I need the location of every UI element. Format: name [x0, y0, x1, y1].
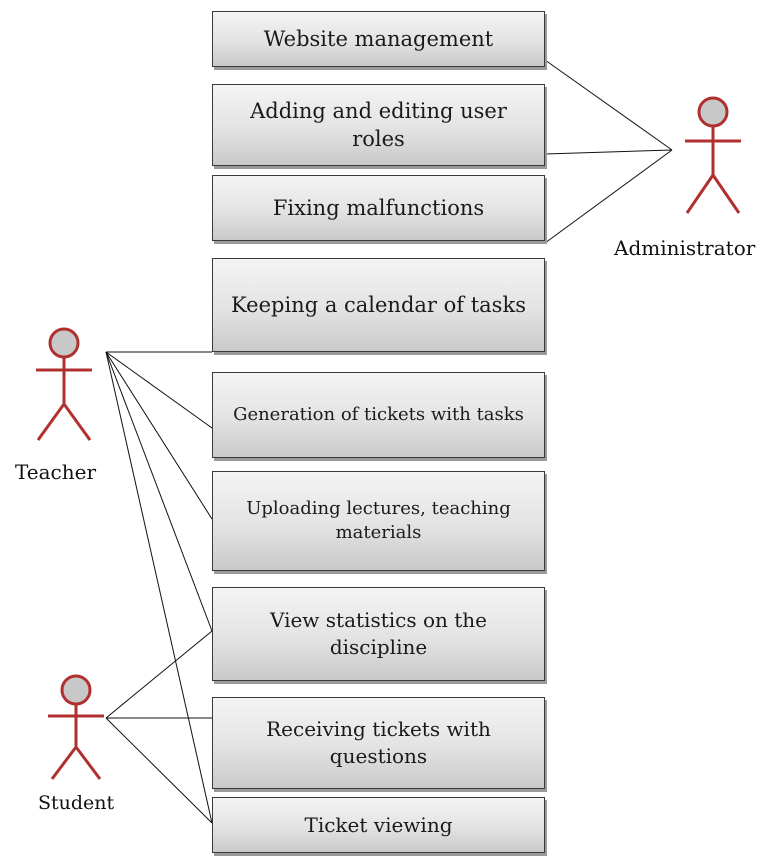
use-case-ticket-viewing: Ticket viewing [212, 797, 545, 853]
use-case-adding-editing-user-roles: Adding and editing user roles [212, 84, 545, 166]
assoc-admin-website [544, 59, 673, 151]
use-case-keeping-calendar: Keeping a calendar of tasks [212, 258, 545, 352]
student-actor-icon [48, 674, 104, 780]
assoc-teacher-ticket-viewing [105, 351, 213, 824]
teacher-label: Teacher [15, 460, 97, 484]
administrator-label: Administrator [614, 236, 756, 260]
assoc-teacher-uploading [105, 351, 213, 520]
assoc-teacher-generation [105, 351, 213, 429]
assoc-teacher-statistics [105, 351, 213, 632]
assoc-student-statistics [105, 630, 213, 719]
assoc-admin-roles [544, 149, 673, 155]
use-case-website-management: Website management [212, 11, 545, 67]
use-case-generation-of-tickets: Generation of tickets with tasks [212, 372, 545, 458]
use-case-fixing-malfunctions: Fixing malfunctions [212, 175, 545, 241]
assoc-student-ticket-viewing [105, 717, 213, 824]
teacher-actor-icon [36, 327, 92, 441]
administrator-actor-icon [685, 96, 741, 214]
assoc-admin-fixing [544, 149, 673, 244]
use-case-view-statistics: View statistics on the discipline [212, 587, 545, 681]
student-label: Student [38, 792, 115, 814]
use-case-receiving-tickets: Receiving tickets with questions [212, 697, 545, 789]
use-case-uploading-lectures: Uploading lectures, teaching materials [212, 471, 545, 571]
